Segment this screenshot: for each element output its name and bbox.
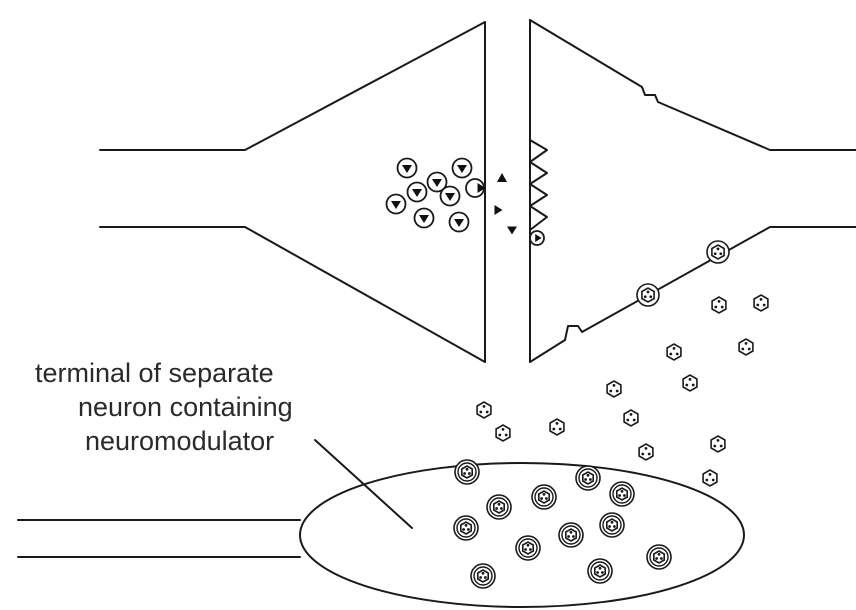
postsynaptic-membrane-top — [529, 19, 856, 151]
neurotransmitter-vesicle — [406, 181, 428, 203]
docked-vesicle — [465, 178, 486, 198]
neuromodulator-molecule — [682, 374, 698, 392]
vesicle-neuromodulator — [564, 528, 578, 542]
bound-neuromodulator — [641, 287, 655, 303]
vesicle-neuromodulator — [459, 521, 473, 535]
neuromodulator-receptor — [636, 283, 660, 307]
neurotransmitter-vesicle — [451, 157, 473, 179]
presynaptic-axon-bottom — [99, 226, 486, 363]
neuromodulator-vesicles — [453, 459, 672, 589]
bound-neuromodulator — [711, 244, 725, 260]
neuromodulator-molecule — [606, 380, 622, 398]
transmitter-molecule — [494, 205, 503, 215]
neuromodulator-vesicle — [558, 522, 584, 548]
neuromodulator-molecules — [476, 240, 769, 487]
caption-pointer-line — [314, 439, 413, 529]
neuromodulator-vesicle — [609, 481, 635, 507]
receptor-zigzag — [529, 139, 548, 231]
modulating-bouton — [299, 462, 745, 608]
neurotransmitter-vesicle — [396, 157, 418, 179]
neurotransmitter-vesicle — [385, 193, 407, 215]
neuromodulator-vesicle — [575, 465, 601, 491]
neuromodulator-vesicle — [453, 515, 479, 541]
vesicle-neuromodulator — [492, 500, 506, 514]
neuromodulator-molecule — [702, 469, 718, 487]
neurotransmitter-vesicle — [448, 211, 470, 233]
released-transmitter — [494, 173, 545, 246]
neurotransmitter-vesicles — [385, 157, 486, 233]
neuromodulator-vesicle — [486, 494, 512, 520]
postsynaptic-membrane-bottom — [529, 226, 856, 363]
neurotransmitter-vesicle — [426, 171, 448, 193]
neuromodulator-molecule — [495, 424, 511, 442]
presynaptic-terminal — [99, 21, 486, 363]
neuromodulator-molecule — [711, 296, 727, 314]
transmitter-molecule — [497, 173, 507, 182]
neuromodulator-vesicle — [646, 544, 672, 570]
vesicle-neuromodulator — [581, 471, 595, 485]
vesicle-neuromodulator — [605, 518, 619, 532]
neuromodulator-molecule — [549, 418, 565, 436]
neurotransmitter-vesicle — [413, 207, 435, 229]
neuromodulator-vesicle — [470, 563, 496, 589]
neuromodulator-molecule — [476, 401, 492, 419]
caption-line-3: neuromodulator — [85, 426, 274, 456]
transmitter-molecule — [507, 226, 517, 235]
neuromodulator-vesicle — [587, 558, 613, 584]
neuromodulator-molecule — [753, 294, 769, 312]
caption-line-1: terminal of separate — [35, 358, 274, 388]
vesicle-neuromodulator — [537, 490, 551, 504]
neuromodulator-molecule — [638, 443, 654, 461]
vesicle-neuromodulator — [521, 541, 535, 555]
neuromodulator-vesicle — [454, 459, 480, 485]
caption-line-2: neuron containing — [78, 392, 293, 422]
neuromodulator-molecule — [623, 409, 639, 427]
neuromodulator-vesicle — [599, 512, 625, 538]
vesicle-neuromodulator — [615, 487, 629, 501]
vesicle-neuromodulator — [593, 564, 607, 578]
neurotransmitter-vesicle — [439, 185, 461, 207]
neuromodulator-receptor — [706, 240, 730, 264]
vesicle-neuromodulator — [460, 465, 474, 479]
neuromodulator-molecule — [666, 343, 682, 361]
modulating-terminal — [17, 439, 745, 608]
bound-transmitter — [535, 234, 542, 242]
vesicle-neuromodulator — [476, 569, 490, 583]
neuromodulator-vesicle — [515, 535, 541, 561]
vesicle-neuromodulator — [652, 550, 666, 564]
presynaptic-axon-top — [99, 21, 486, 363]
postsynaptic-terminal — [529, 19, 856, 363]
neuromodulator-molecule — [738, 338, 754, 356]
neuromodulator-vesicle — [531, 484, 557, 510]
neuromodulator-molecule — [710, 435, 726, 453]
